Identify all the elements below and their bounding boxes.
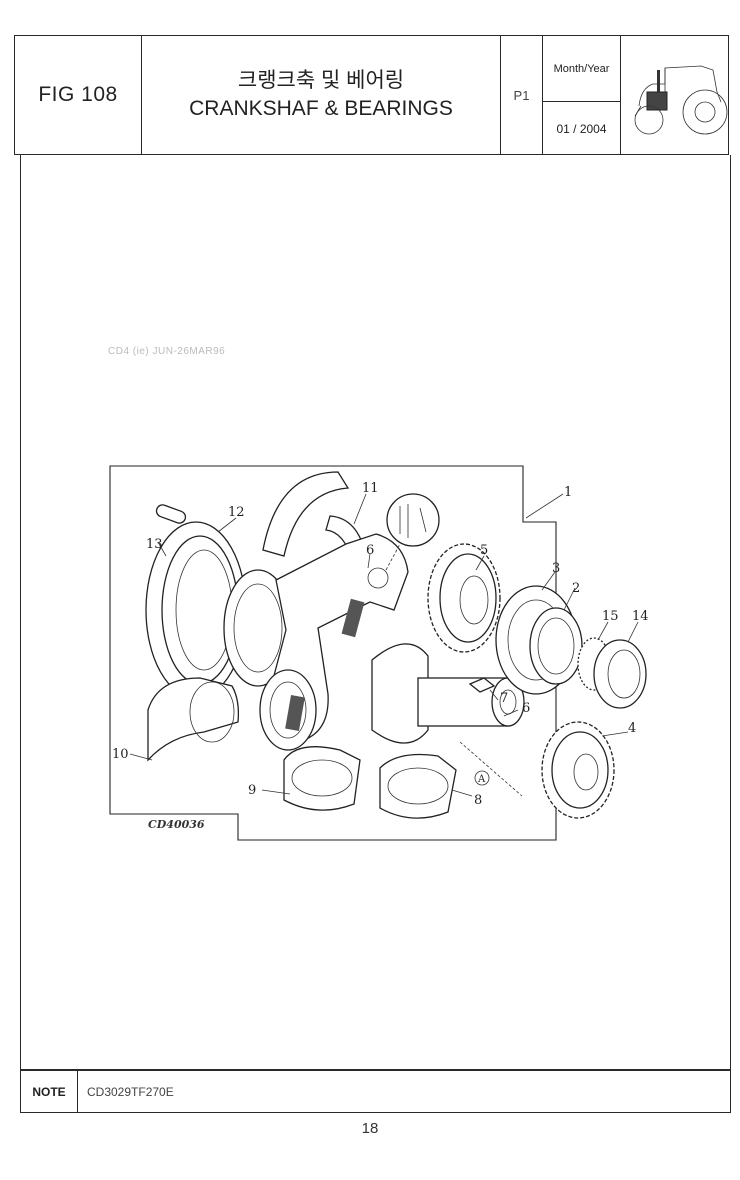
part-2-bearing xyxy=(529,607,583,685)
date-cell: Month/Year 01 / 2004 xyxy=(543,36,621,154)
tractor-thumbnail-cell xyxy=(621,36,730,154)
part-7-key xyxy=(468,677,496,693)
callout-7: 7 xyxy=(500,691,508,706)
scan-stamp: CD4 (ie) JUN-26MAR96 xyxy=(108,346,226,357)
note-row: NOTE CD3029TF270E xyxy=(20,1070,731,1113)
figure-number-cell: FIG 108 xyxy=(15,36,142,154)
title-korean: 크랭크축 및 베어링 xyxy=(237,69,405,92)
callout-1: 1 xyxy=(564,485,572,500)
callout-5: 5 xyxy=(480,543,488,558)
part-9-bearing-half xyxy=(283,746,361,811)
crankshaft-exploded-diagram: 1 2 3 4 5 6 6 7 8 9 10 11 12 13 14 15 A … xyxy=(109,465,649,841)
leader-lines xyxy=(129,493,639,797)
part-10-bearing-shell xyxy=(147,677,240,762)
reference-a-marker xyxy=(474,770,490,786)
callout-11: 11 xyxy=(362,481,379,496)
callout-10: 10 xyxy=(112,747,129,762)
diagram-frame xyxy=(109,465,557,841)
callout-6-lower: 6 xyxy=(522,701,530,716)
page-code: P1 xyxy=(513,87,530,103)
callout-4: 4 xyxy=(628,721,636,736)
callout-9: 9 xyxy=(248,783,256,798)
part-14-bushing xyxy=(593,639,647,709)
title-english: CRANKSHAF & BEARINGS xyxy=(189,97,453,120)
title-cell: 크랭크축 및 베어링 CRANKSHAF & BEARINGS xyxy=(142,36,501,154)
page-code-cell: P1 xyxy=(501,36,543,154)
note-label: NOTE xyxy=(21,1071,78,1112)
callout-2: 2 xyxy=(572,581,580,596)
content-frame xyxy=(20,155,731,1070)
tractor-icon xyxy=(634,65,728,135)
part-4-gear xyxy=(541,721,615,819)
date-label: Month/Year xyxy=(543,36,620,102)
figure-number: FIG 108 xyxy=(38,83,118,106)
detail-inset xyxy=(367,493,440,589)
callout-6-upper: 6 xyxy=(366,543,374,558)
callout-8: 8 xyxy=(474,793,482,808)
part-8-bearing-half xyxy=(379,753,457,819)
note-text: CD3029TF270E xyxy=(87,1084,174,1099)
crankshaft xyxy=(223,533,525,751)
part-12-seal xyxy=(145,521,247,699)
date-value: 01 / 2004 xyxy=(556,122,607,136)
callout-14: 14 xyxy=(632,609,649,624)
callout-12: 12 xyxy=(228,505,245,520)
callout-15: 15 xyxy=(602,609,619,624)
callout-13: 13 xyxy=(146,537,163,552)
page-number: 18 xyxy=(361,1120,379,1137)
callout-3: 3 xyxy=(552,561,560,576)
header-table: FIG 108 크랭크축 및 베어링 CRANKSHAF & BEARINGS … xyxy=(14,35,729,155)
part-13-pin xyxy=(155,504,187,524)
callout-a: A xyxy=(477,774,486,785)
part-5-gear xyxy=(427,543,501,653)
diagram-code: CD40036 xyxy=(148,818,205,831)
